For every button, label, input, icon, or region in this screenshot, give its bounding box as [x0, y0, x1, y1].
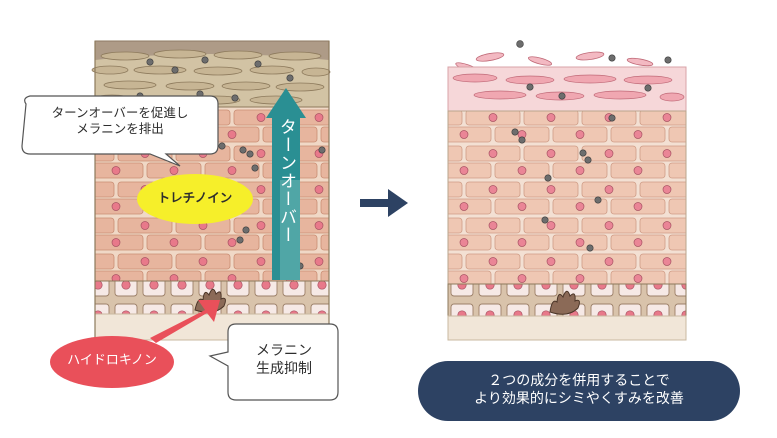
melanin-callout-text: メラニン 生成抑制: [232, 342, 336, 378]
transition-arrow: [360, 189, 408, 217]
result-box: [418, 361, 740, 421]
melanin-callout-bubble: [208, 323, 339, 401]
turnover-callout-text: ターンオーバーを促進し メラニンを排出: [26, 105, 214, 138]
result-line-1: ２つの成分を併用することで: [488, 373, 670, 389]
melanin-callout-line-1: メラニン: [256, 343, 312, 359]
tretinoin-label: トレチノイン: [157, 190, 233, 205]
result-line-2: より効果的にシミやくすみを改善: [474, 391, 684, 408]
turnover-callout-line-1: ターンオーバーを促進し: [51, 105, 189, 120]
hydroquinone-ellipse: [50, 336, 174, 388]
result-text: ２つの成分を併用することで より効果的にシミやくすみを改善: [418, 372, 740, 408]
right-skin-block: [447, 40, 687, 341]
turnover-arrow: [266, 88, 306, 280]
melanin-dots-right: [511, 114, 616, 252]
turnover-callout-line-2: メラニンを排出: [76, 121, 164, 137]
turnover-arrow-label: ターンオーバー: [276, 118, 296, 244]
melanocyte-icon: [549, 290, 580, 315]
turnover-callout-bubble: [21, 95, 219, 167]
hydroquinone-arrow: [150, 300, 220, 343]
hydroquinone-label: ハイドロキノン: [67, 353, 157, 368]
melanin-callout-line-2: 生成抑制: [256, 361, 312, 378]
tretinoin-ellipse: [137, 174, 253, 224]
